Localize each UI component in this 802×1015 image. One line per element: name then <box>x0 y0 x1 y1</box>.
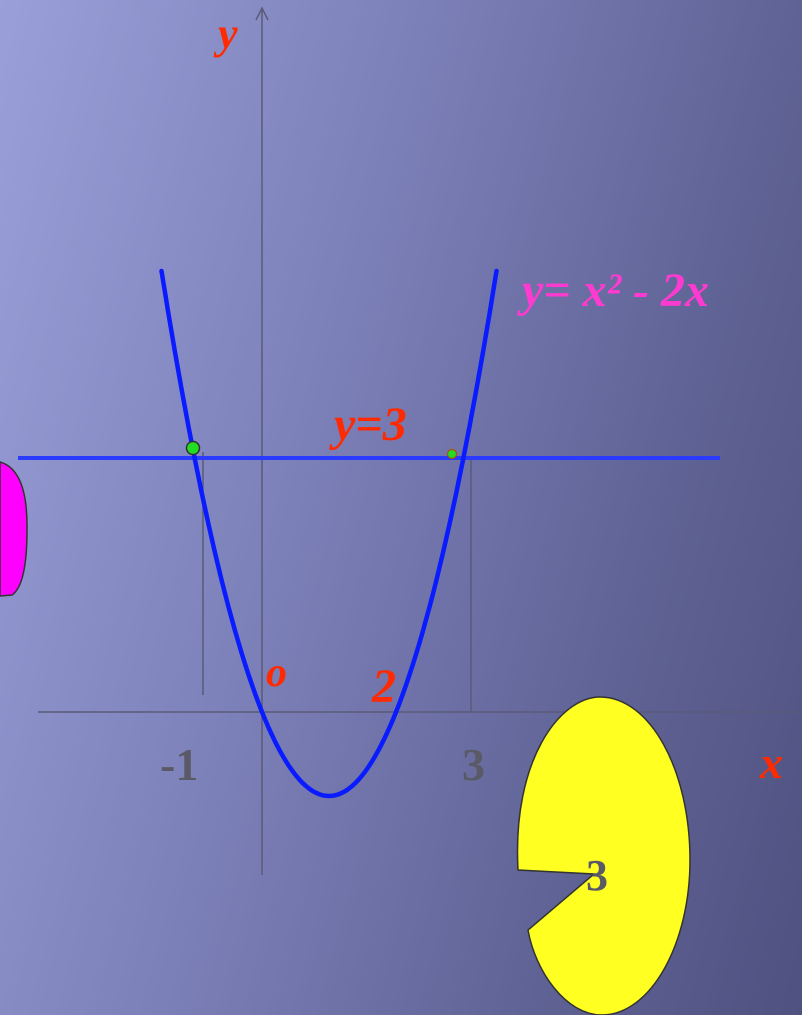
root-two-label: 2 <box>371 660 396 713</box>
origin-label: o <box>266 650 287 696</box>
function-label: y= x² - 2x <box>517 264 709 317</box>
x-axis-label: x <box>759 737 783 788</box>
tick-label-minus-one: -1 <box>160 739 198 790</box>
y-axis-arrow-icon <box>255 6 269 21</box>
line-label: y=3 <box>329 398 407 451</box>
tick-label-three: 3 <box>462 739 485 790</box>
magenta-shape <box>0 461 28 597</box>
pie-label: 3 <box>586 851 608 900</box>
yellow-pie-shape <box>516 696 691 1015</box>
parabola-curve <box>159 268 499 799</box>
intersection-point-left <box>185 440 201 456</box>
y-axis-label: y <box>213 9 238 58</box>
intersection-point-right <box>446 448 458 460</box>
